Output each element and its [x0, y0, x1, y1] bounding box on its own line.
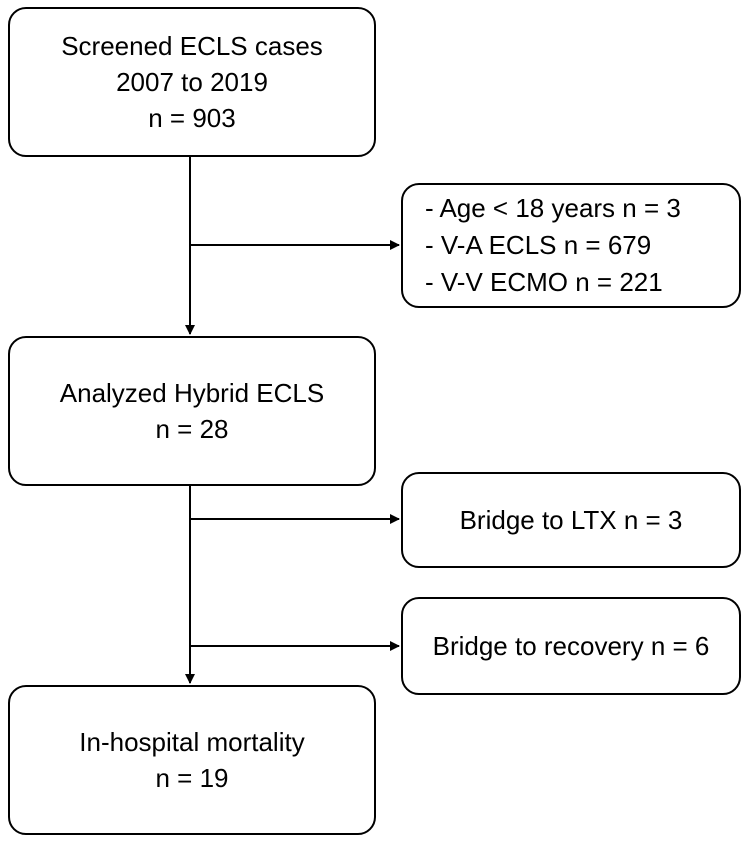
- exclusion-box: - Age < 18 years n = 3 - V-A ECLS n = 67…: [401, 183, 741, 308]
- screened-count: n = 903: [148, 103, 236, 133]
- mortality-count: n = 19: [155, 763, 229, 793]
- analyzed-count: n = 28: [155, 414, 229, 444]
- screened-period: 2007 to 2019: [116, 67, 268, 97]
- analyzed-hybrid-box: Analyzed Hybrid ECLS n = 28: [8, 336, 376, 486]
- bridge-recovery-label: Bridge to recovery n = 6: [432, 631, 710, 661]
- exclusion-age: - Age < 18 years n = 3: [425, 193, 681, 223]
- exclusion-vv-ecmo: - V-V ECMO n = 221: [425, 267, 663, 297]
- bridge-recovery-box: Bridge to recovery n = 6: [401, 597, 741, 695]
- bridge-ltx-box: Bridge to LTX n = 3: [401, 472, 741, 568]
- bridge-ltx-label: Bridge to LTX n = 3: [459, 505, 683, 535]
- screened-cases-box: Screened ECLS cases 2007 to 2019 n = 903: [8, 7, 376, 157]
- mortality-title: In-hospital mortality: [79, 727, 305, 757]
- mortality-box: In-hospital mortality n = 19: [8, 685, 376, 835]
- exclusion-va-ecls: - V-A ECLS n = 679: [425, 230, 652, 260]
- screened-title: Screened ECLS cases: [61, 31, 323, 61]
- analyzed-title: Analyzed Hybrid ECLS: [59, 378, 325, 408]
